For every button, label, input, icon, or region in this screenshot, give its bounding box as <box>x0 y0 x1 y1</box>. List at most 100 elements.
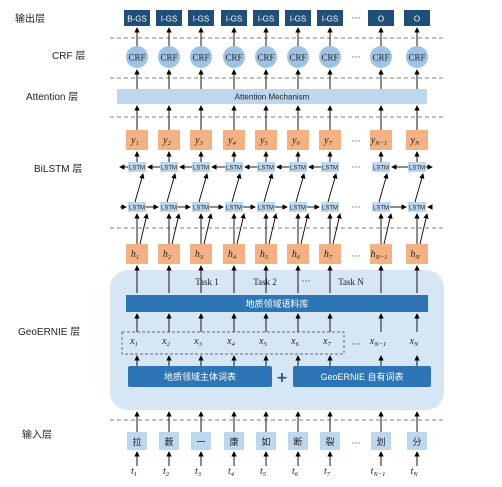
flow-arrow <box>166 173 177 203</box>
lstm-label: LSTM <box>161 166 177 172</box>
crf-node <box>406 46 428 68</box>
input-char-label: 康 <box>229 436 238 448</box>
ellipsis: ··· <box>352 52 361 62</box>
layer-label-crf: CRF 层 <box>52 50 85 62</box>
h-embedding-box <box>255 244 277 264</box>
lstm-label: LSTM <box>258 166 274 172</box>
input-char-box <box>371 432 391 450</box>
flow-arrow <box>414 173 425 203</box>
input-char-box <box>407 432 427 450</box>
lstm-forward-cell <box>192 162 210 172</box>
lstm-backward-cell <box>257 202 275 212</box>
h-embedding-box <box>287 244 309 264</box>
x-token-label: x5 <box>258 336 267 348</box>
crf-node-label: CRF <box>408 53 425 63</box>
flow-arrow <box>203 213 213 245</box>
input-char-label: 薮 <box>164 436 173 448</box>
task-label: Task 1 <box>195 277 219 287</box>
crf-node-label: CRF <box>225 53 242 63</box>
input-char-box <box>256 432 276 450</box>
output-tag-box <box>221 10 247 26</box>
crf-node <box>255 46 277 68</box>
lstm-forward-cell <box>372 162 390 172</box>
lstm-label: LSTM <box>193 166 209 172</box>
h-embedding-box <box>190 244 212 264</box>
output-tag-box <box>285 10 311 26</box>
flow-arrow <box>236 213 246 245</box>
lstm-label: LSTM <box>322 166 338 172</box>
flow-arrow <box>268 213 278 245</box>
flow-arrow <box>327 173 338 203</box>
y-output-box <box>190 130 212 150</box>
own-vocab-bar <box>293 366 431 387</box>
t-label: t3 <box>195 466 202 478</box>
input-char-box <box>127 432 147 450</box>
t-label: t4 <box>228 466 235 478</box>
corpus-bar <box>126 295 428 312</box>
crf-node <box>287 46 309 68</box>
y-output-box <box>223 130 245 150</box>
lstm-label: LSTM <box>258 206 274 212</box>
output-tag-label: I-GS <box>258 15 274 24</box>
y-output-label: y1 <box>130 135 139 147</box>
y-output-label: y3 <box>194 135 203 147</box>
y-output-label: yN <box>410 135 420 147</box>
output-tag-box <box>188 10 214 26</box>
flow-arrow <box>295 173 306 203</box>
lstm-forward-cell <box>408 162 426 172</box>
h-embedding-label: h5 <box>260 249 269 261</box>
h-embedding-label: h3 <box>195 249 204 261</box>
layer-label-input: 输入层 <box>22 428 52 441</box>
lstm-forward-cell <box>160 162 178 172</box>
lstm-backward-cell <box>128 202 146 212</box>
input-char-box <box>320 432 340 450</box>
t-label: t2 <box>163 466 170 478</box>
h-embedding-label: h7 <box>324 249 333 261</box>
x-token-label: x2 <box>161 336 170 348</box>
output-tag-box <box>317 10 343 26</box>
crf-node-label: CRF <box>257 53 274 63</box>
layer-label-attention: Attention 层 <box>26 91 78 103</box>
lstm-label: LSTM <box>129 166 145 172</box>
input-char-label: 划 <box>376 436 385 448</box>
lstm-label: LSTM <box>226 206 242 212</box>
t-label: tN−1 <box>371 466 386 478</box>
output-tag-label: I-GS <box>226 15 242 24</box>
x-token-label: x6 <box>290 336 299 348</box>
y-output-box <box>255 130 277 150</box>
lstm-backward-cell <box>160 202 178 212</box>
input-char-label: 如 <box>261 436 270 448</box>
input-char-box <box>191 432 211 450</box>
x-token-label: x7 <box>322 336 331 348</box>
input-char-label: 裂 <box>325 437 334 448</box>
crf-node-label: CRF <box>160 53 177 63</box>
token-group-box <box>121 331 345 355</box>
entity-vocab-bar <box>128 366 272 387</box>
lstm-label: LSTM <box>409 166 425 172</box>
flow-arrow <box>300 213 310 245</box>
flow-arrow <box>134 173 145 203</box>
lstm-label: LSTM <box>161 206 177 212</box>
flow-arrow <box>332 213 342 245</box>
crf-node-label: CRF <box>321 53 338 63</box>
h-embedding-label: h6 <box>292 249 301 261</box>
output-tag-label: I-GS <box>322 15 338 24</box>
crf-node <box>190 46 212 68</box>
corpus-label: 地质领域语料库 <box>245 298 308 309</box>
output-tag-box <box>253 10 279 26</box>
own-vocab-label: GeoERNIE 自有词表 <box>320 371 403 382</box>
output-tag-label: I-GS <box>290 15 306 24</box>
y-output-box <box>370 130 392 150</box>
lstm-backward-cell <box>289 202 307 212</box>
crf-node-label: CRF <box>289 53 306 63</box>
x-token-label: xN <box>409 336 419 348</box>
x-token-label: xN−1 <box>369 336 386 348</box>
output-tag-box <box>368 10 394 26</box>
input-char-label: 一 <box>196 438 205 448</box>
input-char-box <box>288 432 308 450</box>
lstm-forward-cell <box>257 162 275 172</box>
h-embedding-box <box>126 244 148 264</box>
x-token-label: x4 <box>226 336 235 348</box>
attention-label: Attention Mechanism <box>235 93 310 102</box>
